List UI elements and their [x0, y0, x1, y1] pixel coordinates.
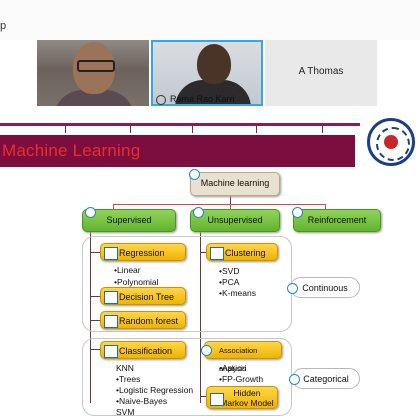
state-chart-icon — [210, 393, 224, 406]
supervised-node: Supervised — [82, 207, 176, 232]
classification-node: Classification — [100, 341, 186, 359]
connector — [230, 195, 231, 205]
participant-name: Rama Rao Karri — [170, 94, 235, 104]
clustering-item: •PCA — [219, 277, 240, 287]
connector — [90, 296, 100, 297]
clustering-node: Clustering — [206, 243, 278, 261]
classification-item: •Trees — [116, 374, 141, 384]
random-forest-node: Random forest — [100, 311, 186, 329]
random-forest-label: Random forest — [119, 316, 179, 326]
connector — [113, 204, 114, 210]
categorical-icon — [289, 374, 300, 385]
connector — [90, 252, 100, 253]
root-label: Machine learning — [200, 178, 270, 188]
tree-icon — [104, 315, 118, 328]
regression-label: Regression — [119, 248, 165, 258]
participant-face — [197, 44, 231, 84]
participant-label: Rama Rao Karri — [152, 94, 262, 106]
regression-item: •Polynomial — [114, 277, 159, 287]
connector — [200, 232, 201, 403]
root-node: Machine learning — [189, 169, 280, 196]
connector — [230, 204, 231, 210]
banner-tick — [322, 124, 323, 133]
glasses — [77, 60, 115, 72]
participant-face — [73, 42, 115, 94]
cluster-chart-icon — [210, 247, 224, 260]
app-title-fragment: p — [0, 20, 7, 32]
cluster-icon — [193, 207, 204, 218]
clustering-label: Clustering — [225, 248, 266, 258]
meeting-top-bar — [0, 0, 420, 40]
decision-tree-node: Decision Tree — [100, 287, 186, 305]
clustering-item: •SVD — [219, 266, 240, 276]
association-analysis-node: Association analysis — [201, 341, 282, 373]
banner-tick — [130, 124, 131, 133]
classification-item: •Naive-Bayes — [116, 396, 168, 406]
regression-item: •Linear — [114, 265, 141, 275]
participant-figure — [175, 80, 251, 104]
supervised-label: Supervised — [106, 215, 152, 225]
network-icon — [201, 345, 212, 356]
association-label: Association analysis — [219, 346, 258, 373]
hidden-markov-model-node: Hidden Markov Model — [206, 386, 278, 409]
classification-label: Classification — [119, 346, 173, 356]
connector — [200, 252, 206, 253]
clustering-item: •K-means — [219, 288, 256, 298]
participant-video-tile-2[interactable] — [151, 40, 263, 106]
university-seal-logo — [367, 118, 415, 166]
regression-node: Regression — [100, 243, 186, 261]
participant-name: A Thomas — [298, 66, 344, 77]
participant-video-tile-1[interactable] — [37, 40, 149, 106]
reinforcement-label: Reinforcement — [307, 215, 367, 225]
bar-chart-icon — [104, 345, 118, 358]
brain-icon — [189, 169, 200, 180]
categorical-label-box: Categorical — [289, 368, 360, 389]
classification-item: KNN — [116, 363, 134, 373]
banner-tick — [256, 124, 257, 133]
connector — [200, 396, 206, 397]
unsupervised-label: Unsupervised — [207, 215, 263, 225]
continuous-label: Continuous — [302, 283, 348, 293]
gear-icon — [292, 207, 303, 218]
association-item: •FP-Growth — [219, 374, 264, 384]
banner-tick — [192, 124, 193, 133]
participant-figure — [53, 90, 135, 106]
banner-tick — [65, 124, 66, 133]
reinforcement-node: Reinforcement — [292, 207, 381, 232]
slide-title: Machine Learning — [2, 141, 141, 160]
classification-item: SVM — [116, 407, 135, 417]
participant-video-tile-3[interactable] — [265, 40, 377, 106]
association-item: •Apriori — [219, 363, 247, 373]
tree-diagram-icon — [104, 291, 118, 304]
decision-tree-label: Decision Tree — [119, 292, 175, 302]
connector — [325, 204, 326, 210]
target-icon — [85, 207, 96, 218]
classification-item: •Logistic Regression — [116, 385, 194, 395]
unsupervised-node: Unsupervised — [190, 207, 280, 232]
continuous-icon — [287, 283, 298, 294]
seal-ring — [376, 127, 410, 161]
categorical-label: Categorical — [303, 374, 349, 384]
banner-rule — [0, 123, 360, 126]
hmm-line-1: Hidden — [233, 388, 261, 398]
microphone-icon — [156, 94, 166, 105]
seal-center — [384, 135, 398, 149]
connector — [90, 232, 91, 403]
connector — [90, 320, 100, 321]
continuous-label-box: Continuous — [287, 277, 360, 298]
line-chart-icon — [104, 247, 118, 260]
connector — [90, 349, 100, 350]
connector — [113, 204, 325, 205]
slide-banner — [0, 135, 355, 167]
hmm-line-2: Markov Model — [220, 398, 274, 408]
